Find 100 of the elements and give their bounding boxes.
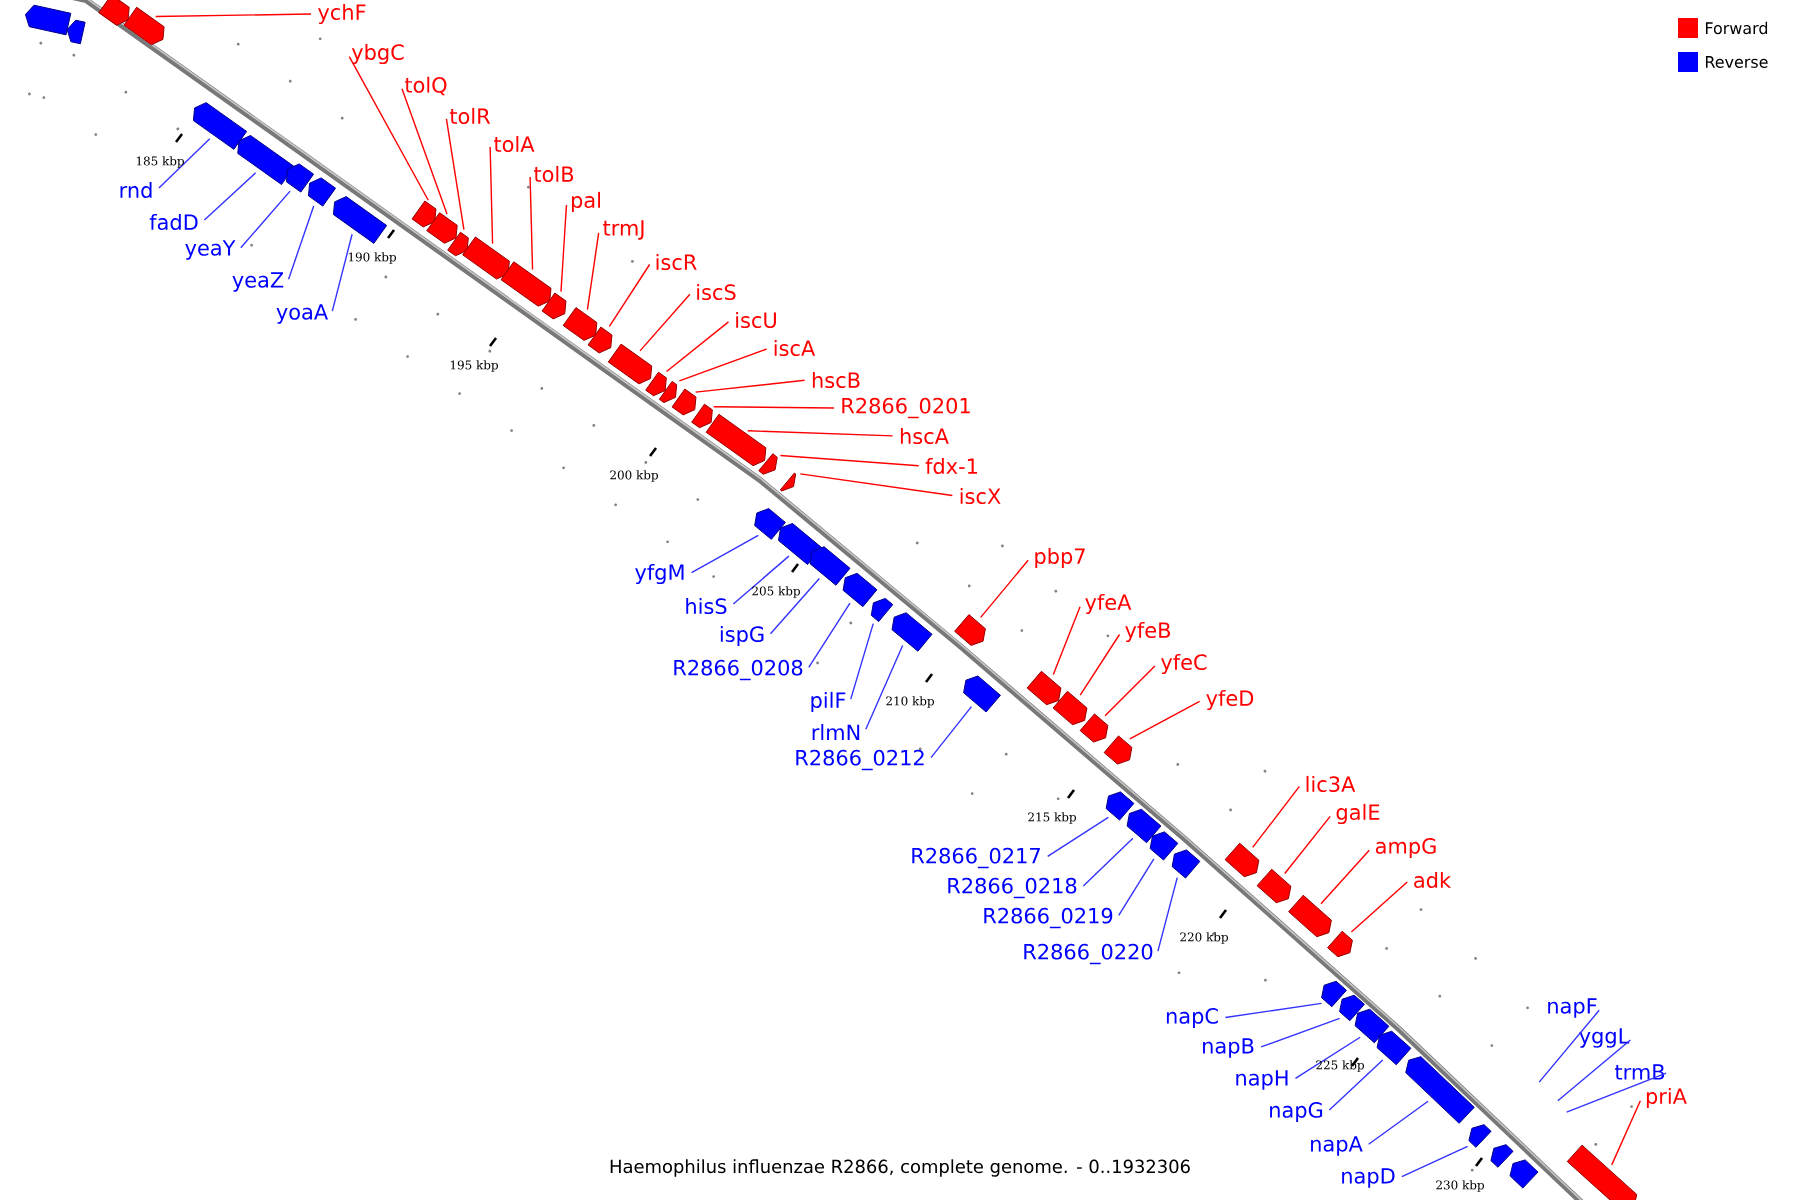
leader-line [401,88,448,215]
gene-label: yfeB [1125,621,1170,643]
gene-block [1376,1030,1412,1066]
leader-line [1046,816,1109,858]
leader-line [1538,1009,1600,1083]
gene-block [332,196,388,244]
gene-label: iscU [736,311,776,329]
gene-block [1468,1124,1492,1148]
gene-label: hscA [900,427,949,445]
leader-line [1367,1100,1429,1145]
gene-label: napF [1548,998,1597,1018]
gene-label: priA [1646,1087,1687,1109]
leader-line [769,577,821,635]
gene-label: iscR [656,253,697,271]
leader-line [1294,1036,1361,1080]
gene-label: hscB [812,371,860,389]
gene-block [587,326,613,354]
gene-label: yfeA [1085,593,1132,615]
gene-label: napC [1166,1008,1218,1028]
gene-block [645,371,667,397]
gene-label: tolQ [404,76,447,96]
gene-block [462,236,510,280]
gene-label: rlmN [812,724,860,740]
gene-label: pbp7 [1035,547,1085,569]
leader-line [1557,1039,1632,1102]
gene-label: tolR [449,107,491,125]
gene-block [1052,690,1088,726]
gene-block [954,614,986,646]
leader-line [1104,665,1156,717]
gene-block [705,413,767,467]
gene-label: yfeC [1161,653,1207,675]
gene-label: trmJ [603,220,644,240]
gene-block [809,546,851,586]
leader-line [1052,606,1081,676]
gene-block [98,0,130,26]
leader-line [665,321,730,373]
gene-label: yfeD [1206,689,1254,711]
gene-block [1288,894,1332,938]
gene-block [1354,1008,1390,1044]
leader-line [1157,876,1178,952]
leader-line [713,406,835,409]
gene-block [307,177,337,207]
gene-block [426,212,458,244]
leader-line [1224,1002,1323,1019]
gene-block [671,388,697,416]
gene-label: napG [1270,1102,1323,1122]
leader-line [732,555,790,605]
gene-label: hisS [686,597,727,615]
gene-block [1171,849,1201,879]
leader-line [865,644,904,730]
gene-label: yeaZ [232,272,284,292]
leader-line [690,534,759,574]
gene-block [1126,808,1162,844]
gene-label: R2866_0208 [674,659,803,681]
gene-label: ybgC [351,43,404,65]
gene-label: napB [1203,1038,1254,1058]
leader-line [155,13,312,18]
gene-block [285,163,315,193]
leader-line [694,379,806,393]
leader-line [489,146,494,245]
gene-label: R2866_0219 [984,907,1113,929]
gene-block [411,200,437,228]
gene-block [779,472,797,492]
gene-label: napH [1236,1070,1288,1090]
gene-label: R2866_0212 [796,749,924,771]
gene-label: fdx-1 [925,457,978,475]
leader-line [1328,1059,1384,1111]
leader-line [445,118,465,231]
gene-block [447,231,469,257]
leader-line [1611,1100,1642,1166]
leader-line [1284,815,1331,875]
gene-label: lic3A [1306,775,1356,793]
gene-label: tolA [494,135,535,153]
leader-line [930,705,973,759]
gene-block [1256,868,1292,904]
gene-block [658,380,678,404]
leader-line [529,176,534,271]
gene-label: ychF [318,3,366,25]
gene-block [1079,713,1109,743]
leader-line [1079,633,1121,696]
gene-block [1566,1144,1638,1200]
leader-line [586,232,600,311]
gene-label: iscS [697,283,736,301]
gene-label: galE [1336,803,1380,825]
gene-block [541,292,567,320]
gene-label: rnd [120,181,152,199]
leader-line [850,622,874,700]
leader-line [779,454,920,467]
leader-line [287,205,315,280]
gene-block [778,523,822,565]
gene-block [1105,791,1135,821]
gene-block [1321,980,1347,1008]
gene-label: ispG [720,625,764,647]
gene-label: napA [1311,1136,1363,1156]
gene-label: iscA [774,339,816,357]
leader-line [678,348,768,382]
leader-line [747,430,894,437]
gene-label: yoaA [276,304,328,324]
leader-line [158,138,211,189]
gene-label: ampG [1375,838,1436,858]
